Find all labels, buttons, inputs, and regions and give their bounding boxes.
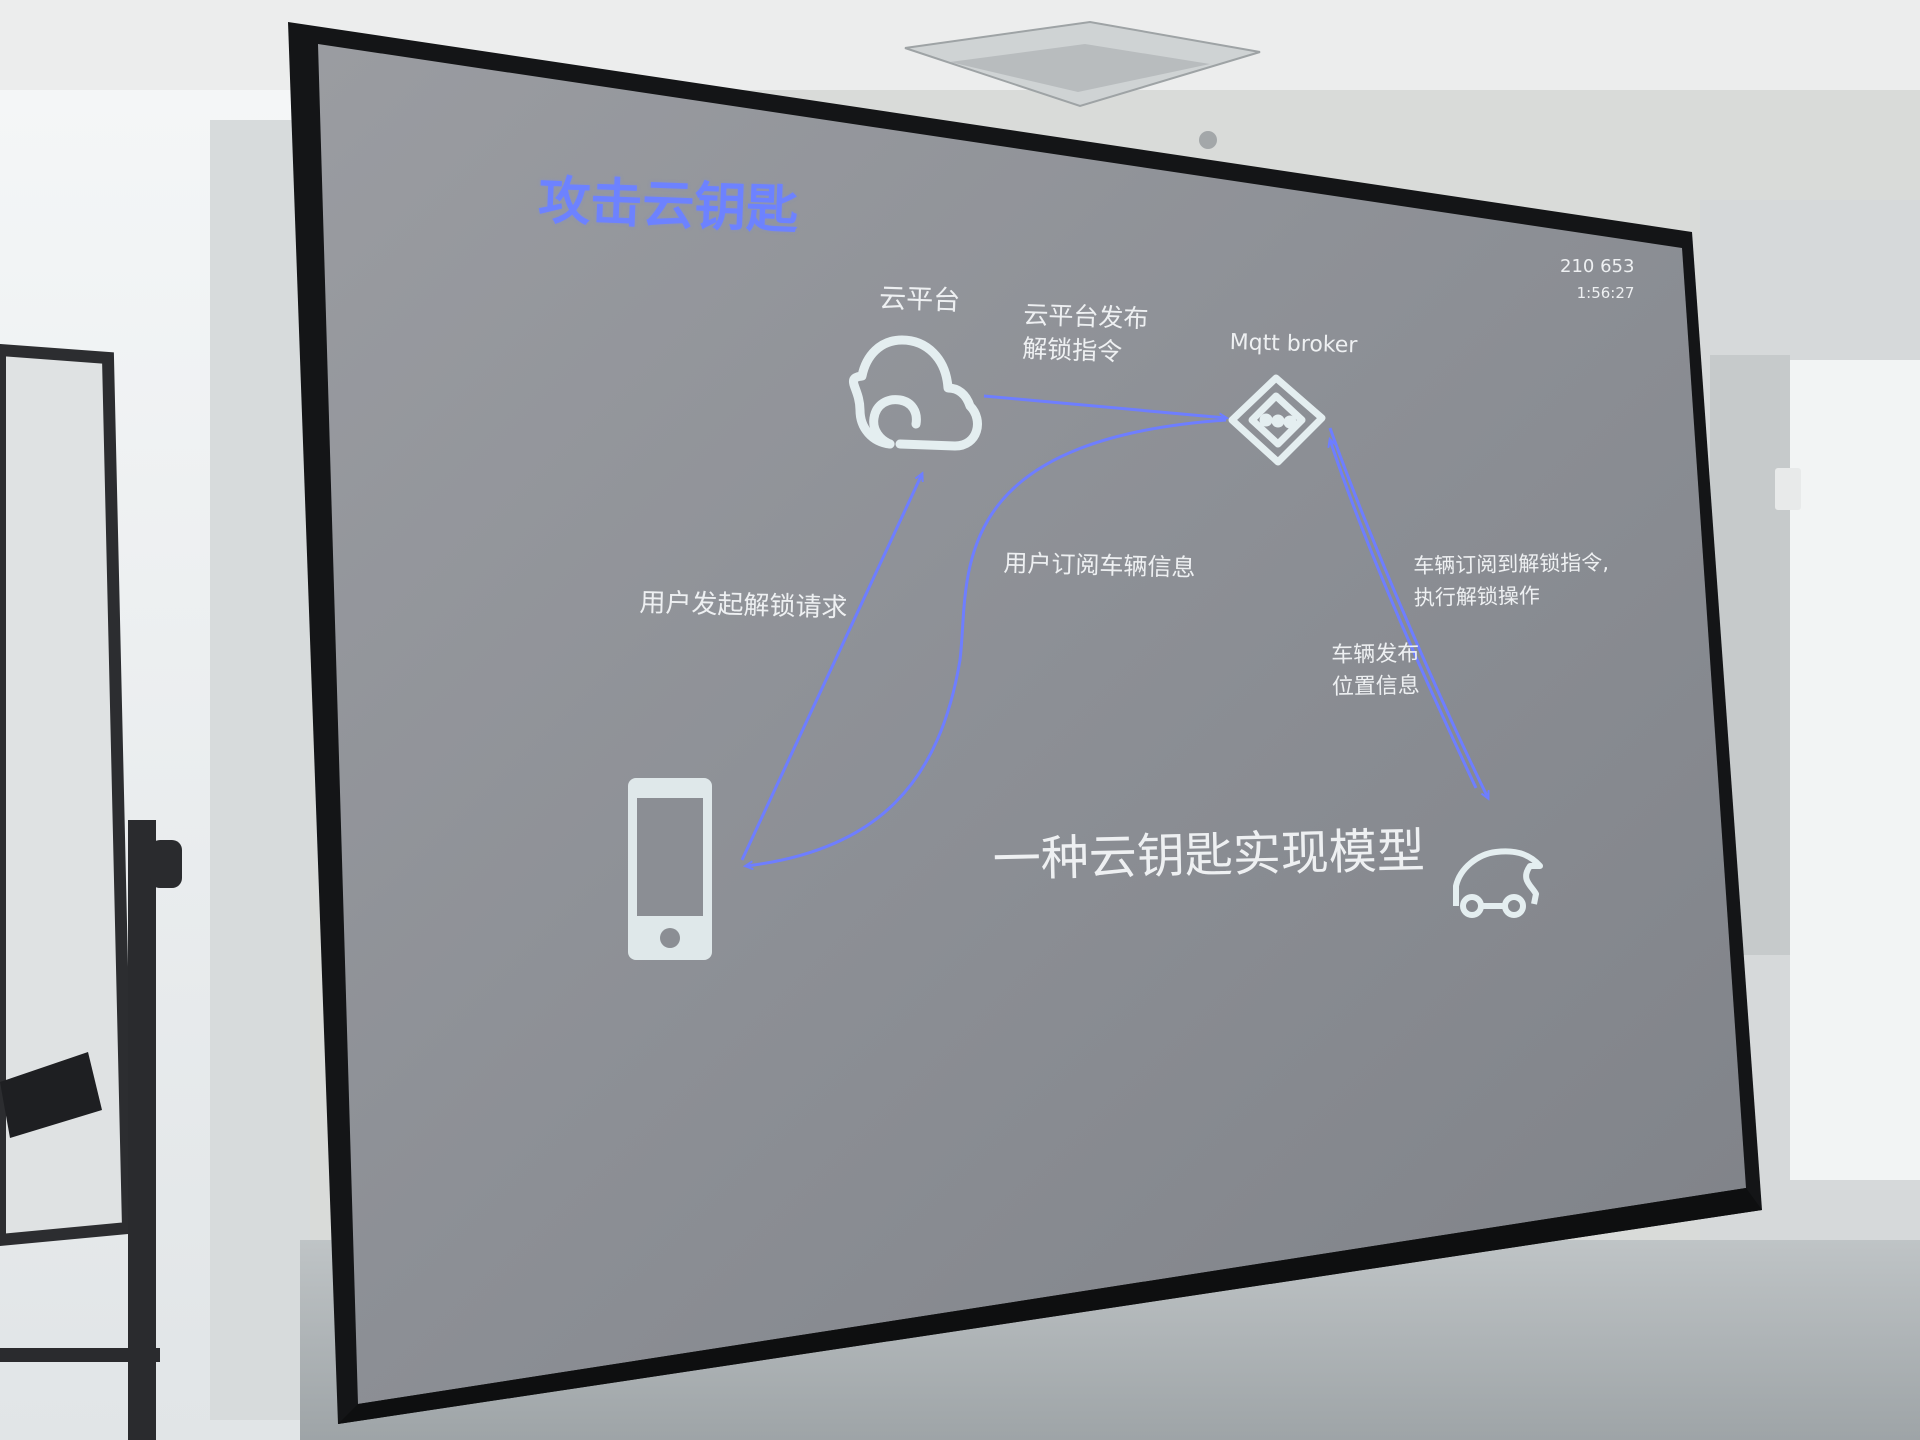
left-window-blind bbox=[210, 120, 310, 1420]
slide-title: 攻击云钥匙 bbox=[537, 170, 800, 241]
label-cloud-publish: 云平台发布 解锁指令 bbox=[1021, 299, 1149, 367]
whiteboard-stand-bar bbox=[0, 1348, 160, 1362]
whiteboard-stand bbox=[128, 820, 156, 1440]
counter-number: 210 653 bbox=[1560, 256, 1635, 277]
slide-counter: 210 653 1:56:27 bbox=[1560, 254, 1634, 306]
arrow-cloud-publish bbox=[983, 394, 1226, 418]
sprinkler-icon bbox=[1199, 131, 1217, 149]
label-user-request: 用户发起解锁请求 bbox=[639, 587, 848, 624]
car-icon bbox=[1453, 848, 1543, 918]
arrow-car-subscribe bbox=[1328, 427, 1488, 798]
slide-caption: 一种云钥匙实现模型 bbox=[992, 822, 1426, 888]
label-user-subscribe: 用户订阅车辆信息 bbox=[1003, 548, 1196, 583]
whiteboard-eraser bbox=[0, 1052, 102, 1138]
label-mqtt-broker: Mqtt broker bbox=[1229, 330, 1358, 359]
arrow-user-subscribe bbox=[746, 418, 1227, 866]
arrow-user-request bbox=[740, 474, 922, 861]
label-cloud-platform: 云平台 bbox=[878, 282, 961, 317]
wall-outlet bbox=[1775, 468, 1801, 510]
screen-bottom-edge bbox=[338, 1188, 1762, 1424]
projection-screen bbox=[318, 44, 1746, 1404]
diagram-arrows bbox=[740, 394, 1488, 866]
label-car-subscribe: 车辆订阅到解锁指令, 执行解锁操作 bbox=[1413, 550, 1610, 610]
right-window bbox=[1790, 360, 1920, 1180]
ceiling-vent-inner bbox=[950, 44, 1210, 92]
counter-timer: 1:56:27 bbox=[1576, 284, 1635, 302]
broker-icon bbox=[1228, 374, 1326, 466]
label-car-publish: 车辆发布 位置信息 bbox=[1331, 641, 1421, 700]
whiteboard-stand-knob bbox=[150, 840, 182, 888]
arrow-car-publish bbox=[1330, 440, 1478, 789]
cloud-icon bbox=[849, 335, 982, 451]
phone-icon bbox=[628, 778, 712, 960]
